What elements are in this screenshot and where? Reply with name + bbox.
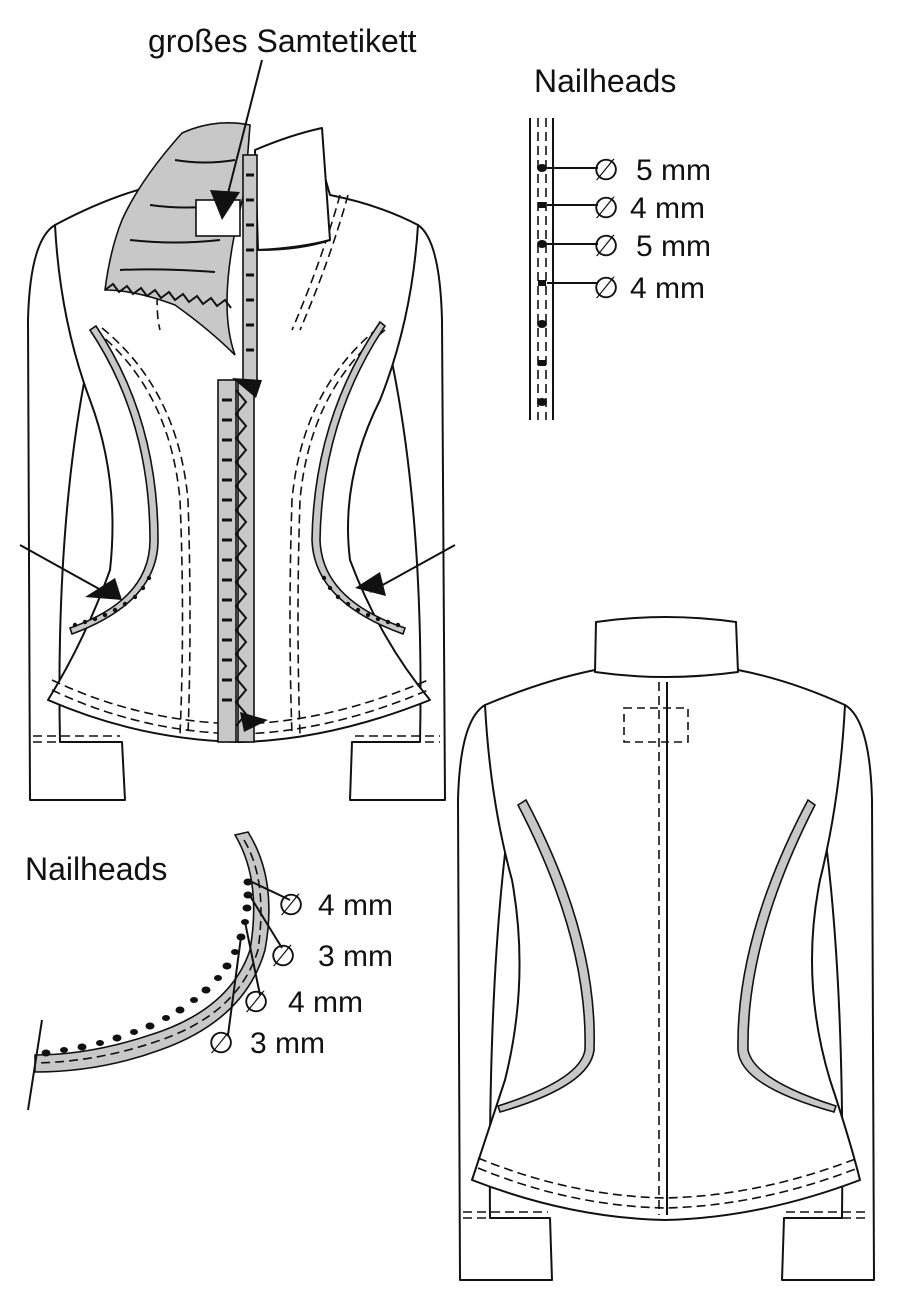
dia-top-3: ∅	[593, 230, 619, 263]
front-label-patch	[195, 199, 241, 237]
nailheads-bottom-welt	[34, 831, 270, 1073]
nailheads-detail-bottom: Nailheads ∅ 4	[25, 831, 393, 1111]
back-label-placement	[623, 707, 689, 743]
front-pocket-welt-right	[311, 320, 407, 636]
arrow-pocket-left	[85, 578, 122, 600]
arrow-placket-top	[232, 378, 262, 398]
nailhead-bottom-size-2: 3 mm	[318, 940, 393, 973]
back-jacket	[457, 616, 875, 1281]
velvet-label-text: großes Samtetikett	[148, 23, 417, 59]
nailheads-detail-top: Nailheads ∅ 5 mm ∅ 4 mm ∅ 5 mm ∅ 4 mm	[529, 63, 711, 420]
front-collar	[254, 127, 331, 251]
nailhead-bottom-size-4: 3 mm	[250, 1027, 325, 1060]
dia-bottom-2: ∅	[270, 940, 296, 973]
arrow-pocket-right	[355, 572, 386, 596]
front-right-sleeve	[349, 224, 446, 801]
arrow-placket-bottom	[240, 712, 268, 732]
dia-top-1: ∅	[593, 154, 619, 187]
dia-bottom-3: ∅	[243, 986, 269, 1019]
front-pocket-welt-left	[68, 324, 159, 636]
dia-bottom-1: ∅	[278, 889, 304, 922]
arrow-velvet-label	[210, 190, 240, 220]
nailhead-top-size-4: 4 mm	[630, 272, 705, 305]
nailheads-top-title: Nailheads	[534, 63, 676, 99]
back-collar	[594, 616, 739, 678]
dia-top-2: ∅	[593, 192, 619, 225]
front-jacket	[19, 59, 456, 801]
nailhead-top-size-2: 4 mm	[630, 192, 705, 225]
nailhead-top-size-3: 5 mm	[636, 230, 711, 263]
nailhead-bottom-size-3: 4 mm	[288, 986, 363, 1019]
dia-bottom-4: ∅	[208, 1027, 234, 1060]
nailhead-bottom-size-1: 4 mm	[318, 889, 393, 922]
dia-top-4: ∅	[593, 272, 619, 305]
nailhead-top-size-1: 5 mm	[636, 154, 711, 187]
back-welt-right	[737, 798, 838, 1113]
front-placket-right	[237, 379, 255, 743]
back-welt-left	[496, 798, 596, 1113]
nailheads-bottom-title: Nailheads	[25, 851, 167, 887]
